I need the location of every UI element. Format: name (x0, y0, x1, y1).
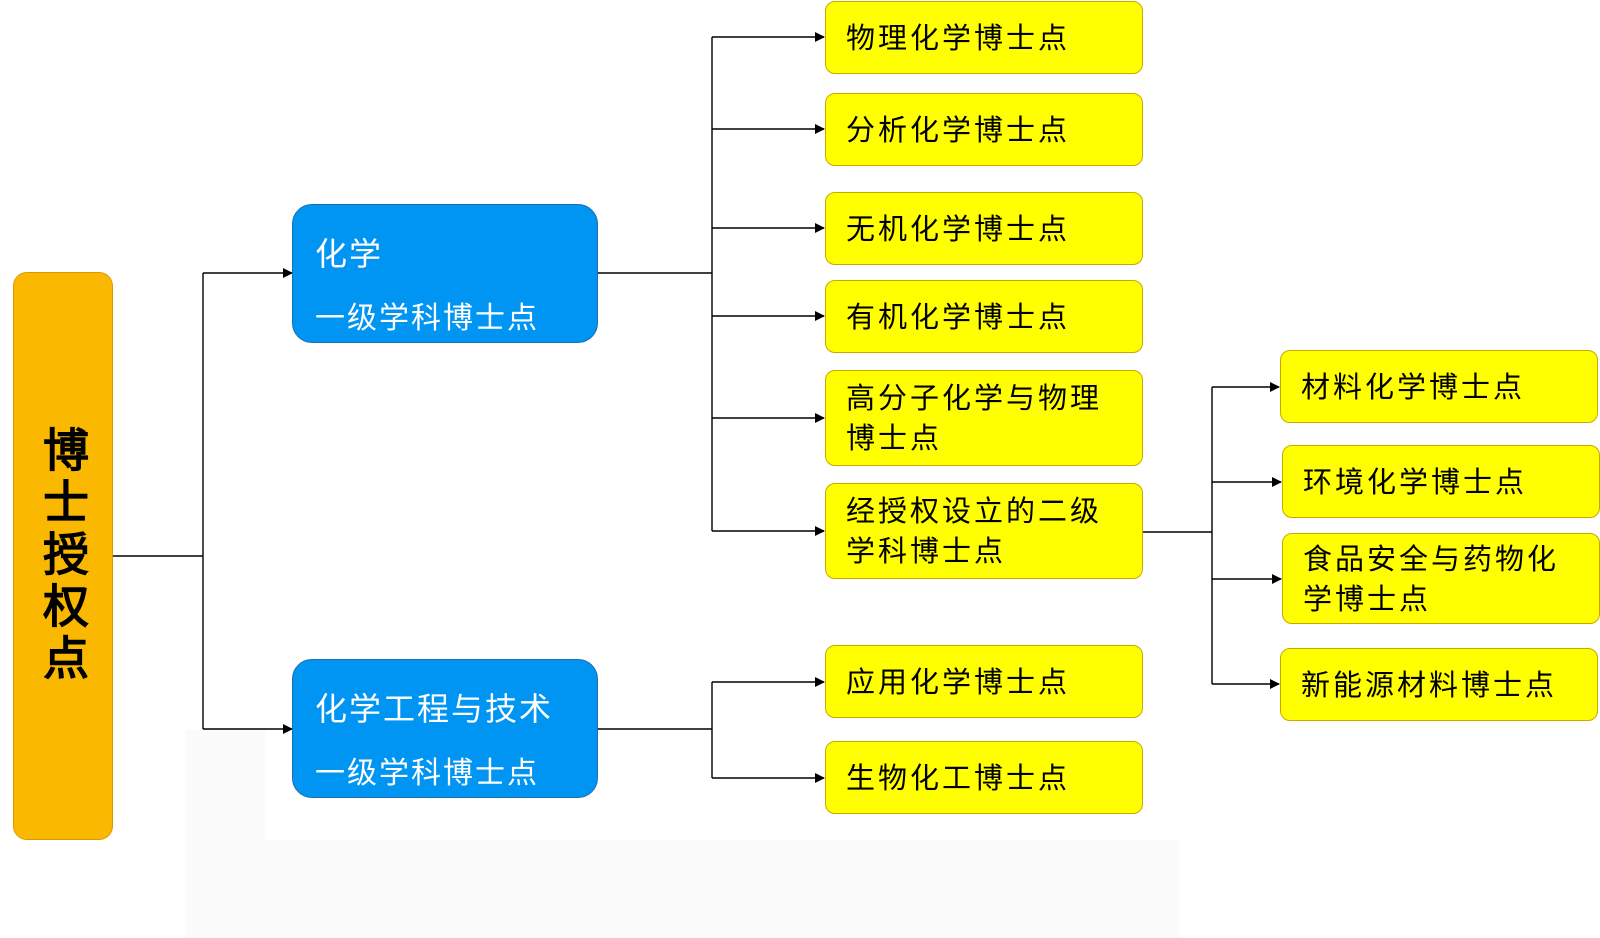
level1-chemistry-node: 化学 一级学科博士点 (292, 204, 598, 343)
engineering-subtitle: 一级学科博士点 (315, 756, 539, 791)
leaf-materials-chemistry: 材料化学博士点 (1280, 350, 1598, 423)
leaf-new-energy-materials: 新能源材料博士点 (1280, 648, 1598, 721)
leaf-label: 有机化学博士点 (846, 299, 1071, 334)
leaf-food-drug-chemistry: 食品安全与药物化学博士点 (1282, 533, 1600, 624)
leaf-applied-chemistry: 应用化学博士点 (825, 645, 1143, 718)
leaf-inorganic-chemistry: 无机化学博士点 (825, 192, 1143, 265)
root-label: 博士授权点 (36, 426, 90, 686)
leaf-label: 食品安全与药物化学博士点 (1303, 541, 1560, 616)
leaf-label: 无机化学博士点 (846, 211, 1071, 246)
leaf-analytical-chemistry: 分析化学博士点 (825, 93, 1143, 166)
root-node: 博士授权点 (13, 272, 113, 840)
leaf-label: 经授权设立的二级学科博士点 (846, 494, 1103, 568)
leaf-label: 物理化学博士点 (846, 20, 1071, 55)
chemistry-subtitle: 一级学科博士点 (315, 301, 539, 336)
leaf-polymer-chemistry: 高分子化学与物理博士点 (825, 370, 1143, 466)
leaf-label: 分析化学博士点 (846, 112, 1071, 147)
background-patch-bottom (185, 840, 1180, 938)
leaf-label: 新能源材料博士点 (1301, 667, 1558, 702)
level1-engineering-node: 化学工程与技术 一级学科博士点 (292, 659, 598, 798)
leaf-biochemical-engineering: 生物化工博士点 (825, 741, 1143, 814)
leaf-label: 环境化学博士点 (1303, 464, 1528, 499)
leaf-environmental-chemistry: 环境化学博士点 (1282, 445, 1600, 518)
leaf-organic-chemistry: 有机化学博士点 (825, 280, 1143, 353)
chemistry-title: 化学 (315, 235, 384, 273)
leaf-authorized-secondary: 经授权设立的二级学科博士点 (825, 483, 1143, 579)
leaf-label: 材料化学博士点 (1301, 369, 1526, 404)
leaf-label: 生物化工博士点 (846, 760, 1071, 795)
leaf-physical-chemistry: 物理化学博士点 (825, 1, 1143, 74)
engineering-title: 化学工程与技术 (315, 690, 554, 728)
leaf-label: 应用化学博士点 (846, 664, 1071, 699)
leaf-label: 高分子化学与物理博士点 (846, 381, 1103, 455)
